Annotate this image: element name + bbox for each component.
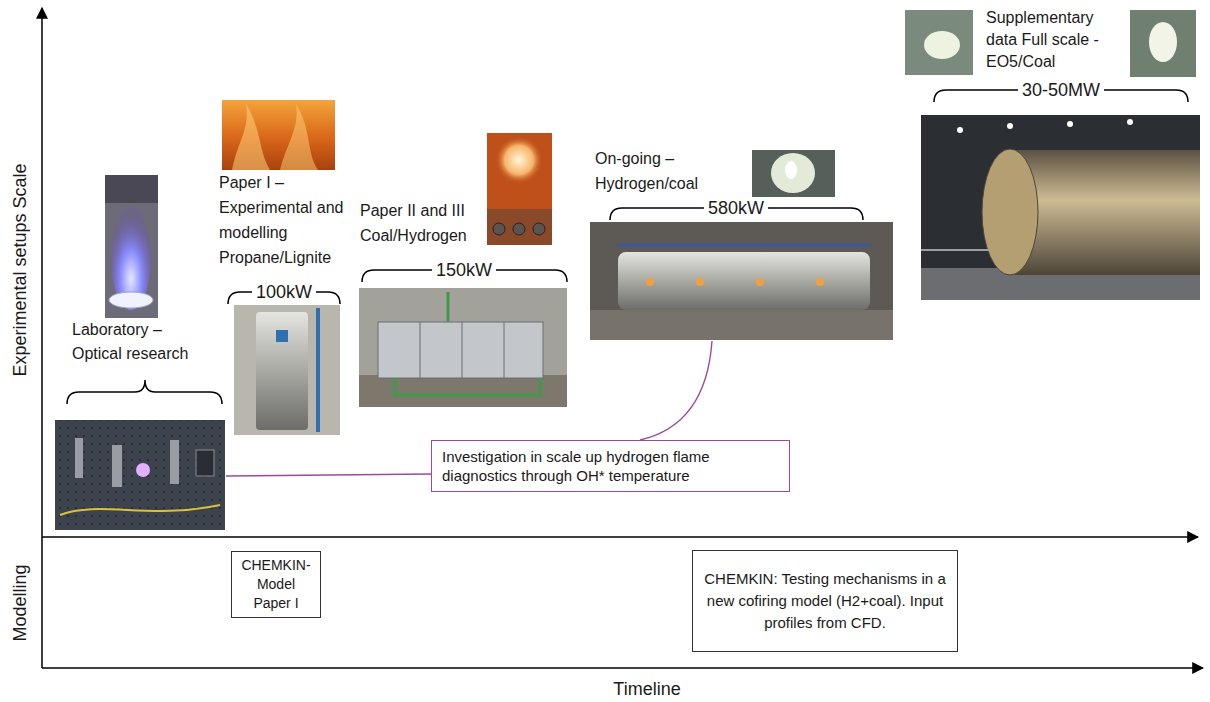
leader-line: [640, 341, 712, 440]
flame-core: [1149, 22, 1177, 62]
bracket: [362, 260, 567, 282]
viewport: [771, 153, 815, 193]
floor: [590, 310, 893, 340]
flame-spot: [136, 463, 150, 477]
optical-post: [170, 440, 179, 484]
furnace-column: [256, 312, 308, 430]
ceiling-light: [1067, 121, 1073, 127]
setup-caption: Paper I – Experimental and modelling Pro…: [219, 170, 354, 270]
box-text: CHEMKIN: Testing mechanisms in a new cof…: [701, 568, 949, 634]
optical-table: [55, 420, 225, 530]
ceiling-light: [1007, 123, 1013, 129]
box-text: CHEMKIN- Model Paper I: [238, 556, 314, 613]
rotary-kiln: [1010, 150, 1200, 275]
scale-axis: [41, 8, 43, 668]
optical-camera: [196, 450, 214, 476]
furnace-flame-photo: [222, 100, 335, 170]
lab-flame-photo: [105, 175, 158, 203]
optical-post: [112, 445, 122, 487]
furnace-body: [618, 252, 870, 310]
pipe: [618, 244, 870, 247]
port: [493, 223, 505, 235]
scale-label: 580kW: [704, 197, 768, 219]
setup-caption: On-going – Hydrogen/coal: [595, 146, 735, 196]
cable: [60, 505, 220, 515]
railing: [921, 249, 990, 251]
scale-label: 30-50MW: [1018, 79, 1104, 101]
floor: [359, 375, 567, 407]
coal-flame-photo: [487, 133, 552, 209]
bracket: [610, 198, 863, 220]
port: [696, 278, 704, 286]
sign: [276, 330, 288, 342]
kiln-face: [982, 149, 1038, 275]
axis-title: Timeline: [613, 678, 680, 700]
port: [646, 278, 654, 286]
hydrogen-flame-photo: [752, 150, 835, 197]
callout-box: Investigation in scale up hydrogen flame…: [431, 440, 790, 492]
furnace-joint: [420, 322, 421, 378]
furnace-joint: [504, 322, 505, 378]
flame-streak: [280, 104, 318, 170]
axis-title: Experimental setups Scale: [9, 163, 31, 376]
port: [513, 223, 525, 235]
model-box: CHEMKIN: Testing mechanisms in a new cof…: [692, 550, 958, 652]
port: [816, 278, 824, 286]
rig-100kw-photo: [234, 305, 340, 435]
kiln-flame-photo: [1130, 10, 1196, 77]
setup-caption: Paper II and III Coal/Hydrogen: [360, 198, 485, 248]
flame-streak: [232, 104, 270, 170]
axis-title: Modelling: [9, 564, 31, 641]
port: [756, 278, 764, 286]
furnace-body: [378, 322, 543, 378]
port: [533, 223, 545, 235]
pipe: [447, 292, 450, 322]
modelling-axis: [42, 667, 1203, 669]
furnace-joint: [462, 322, 463, 378]
box-text: Investigation in scale up hydrogen flame…: [442, 447, 779, 485]
setup-caption: Supplementary data Full scale - EO5/Coal: [986, 7, 1118, 73]
bracket: [934, 80, 1188, 102]
scale-label: 100kW: [252, 281, 316, 303]
ceiling-light: [1127, 119, 1133, 125]
kiln-hall-photo: [921, 115, 1200, 300]
frame: [395, 378, 540, 395]
burner-rim: [109, 292, 153, 308]
rig-150kw-photo: [359, 288, 567, 407]
bracket: [228, 282, 340, 304]
scale-label: 150kW: [432, 259, 496, 281]
rig-580kw-photo: [590, 222, 893, 340]
kiln-flame-photo: [905, 10, 973, 75]
optical-bench-photo: [55, 420, 225, 530]
leader-line: [226, 474, 431, 476]
flame-glow: [495, 136, 543, 184]
ceiling-light: [957, 127, 963, 133]
timeline-axis: [42, 536, 1198, 538]
lab-flame-photo: [105, 175, 158, 318]
burner-panel: [487, 209, 552, 245]
model-box: CHEMKIN- Model Paper I: [231, 551, 321, 618]
setup-caption: Laboratory – Optical research: [72, 318, 207, 366]
flame-core: [924, 31, 960, 59]
bracket: [67, 380, 222, 404]
optical-post: [75, 438, 83, 478]
pipe: [316, 308, 320, 432]
flame-core: [785, 161, 797, 179]
